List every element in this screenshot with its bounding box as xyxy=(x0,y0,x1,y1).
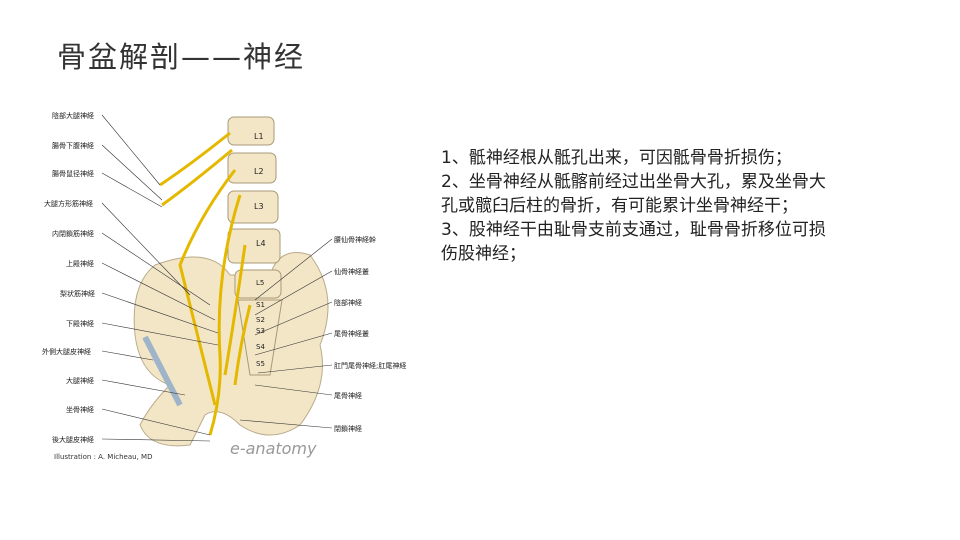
nerve-label: 閉鎖神経 xyxy=(334,425,362,433)
nerve-label: 仙骨神経叢 xyxy=(334,268,369,276)
nerve-label: 尾骨神経叢 xyxy=(334,330,369,338)
vertebra-label: L3 xyxy=(254,202,264,211)
key-points: 1、骶神经根从骶孔出来，可因骶骨骨折损伤； 2、坐骨神经从骶髂前经过出坐骨大孔，… xyxy=(441,146,841,266)
slide-title: 骨盆解剖——神经 xyxy=(57,40,306,74)
nerve-label: 腸骨下腹神経 xyxy=(52,142,94,150)
nerve-label: 後大腿皮神経 xyxy=(52,436,94,444)
vertebra-label: L1 xyxy=(254,132,264,141)
nerve-label: 外側大腿皮神経 xyxy=(42,348,91,356)
nerve-label: 大腿神経 xyxy=(66,377,94,385)
pelvis-nerve-illustration: 陰部大腿神経 腸骨下腹神経 腸骨鼠径神経 大腿方形筋神経 内閉鎖筋神経 上殿神経… xyxy=(40,105,430,470)
vertebra-label: S3 xyxy=(256,327,265,335)
vertebra-label: S4 xyxy=(256,343,265,351)
nerve-label: 下殿神経 xyxy=(66,320,94,328)
nerve-label: 尾骨神経 xyxy=(334,392,362,400)
vertebra-label: S5 xyxy=(256,360,265,368)
nerve-label: 陰部大腿神経 xyxy=(52,112,94,120)
vertebra-label: S1 xyxy=(256,301,265,309)
point-1: 1、骶神经根从骶孔出来，可因骶骨骨折损伤； xyxy=(441,148,792,168)
nerve-label: 内閉鎖筋神経 xyxy=(52,230,94,238)
nerve-label: 肛門尾骨神経;肛尾神経 xyxy=(334,362,407,370)
nerve-label: 腰仙骨神経幹 xyxy=(334,236,376,244)
nerve-label: 坐骨神経 xyxy=(66,406,94,414)
vertebra-label: L5 xyxy=(256,279,265,287)
nerve-label: 腸骨鼠径神経 xyxy=(52,170,94,178)
vertebra-label: L2 xyxy=(254,167,264,176)
illustration-credit: Illustration : A. Micheau, MD xyxy=(54,453,153,461)
nerve-label: 梨状筋神経 xyxy=(60,290,95,298)
pelvis-drawing xyxy=(101,114,333,447)
vertebra-label: S2 xyxy=(256,316,265,324)
nerve-label: 陰部神経 xyxy=(334,299,362,307)
vertebra-label: L4 xyxy=(256,239,266,248)
point-2: 2、坐骨神经从骶髂前经过出坐骨大孔，累及坐骨大孔或髋臼后柱的骨折，有可能累计坐骨… xyxy=(441,172,826,216)
e-anatomy-logo: e-anatomy xyxy=(230,439,317,458)
nerve-label: 大腿方形筋神経 xyxy=(44,200,93,208)
point-3: 3、股神经干由耻骨支前支通过，耻骨骨折移位可损伤股神经； xyxy=(441,220,826,264)
nerve-label: 上殿神経 xyxy=(66,260,94,268)
